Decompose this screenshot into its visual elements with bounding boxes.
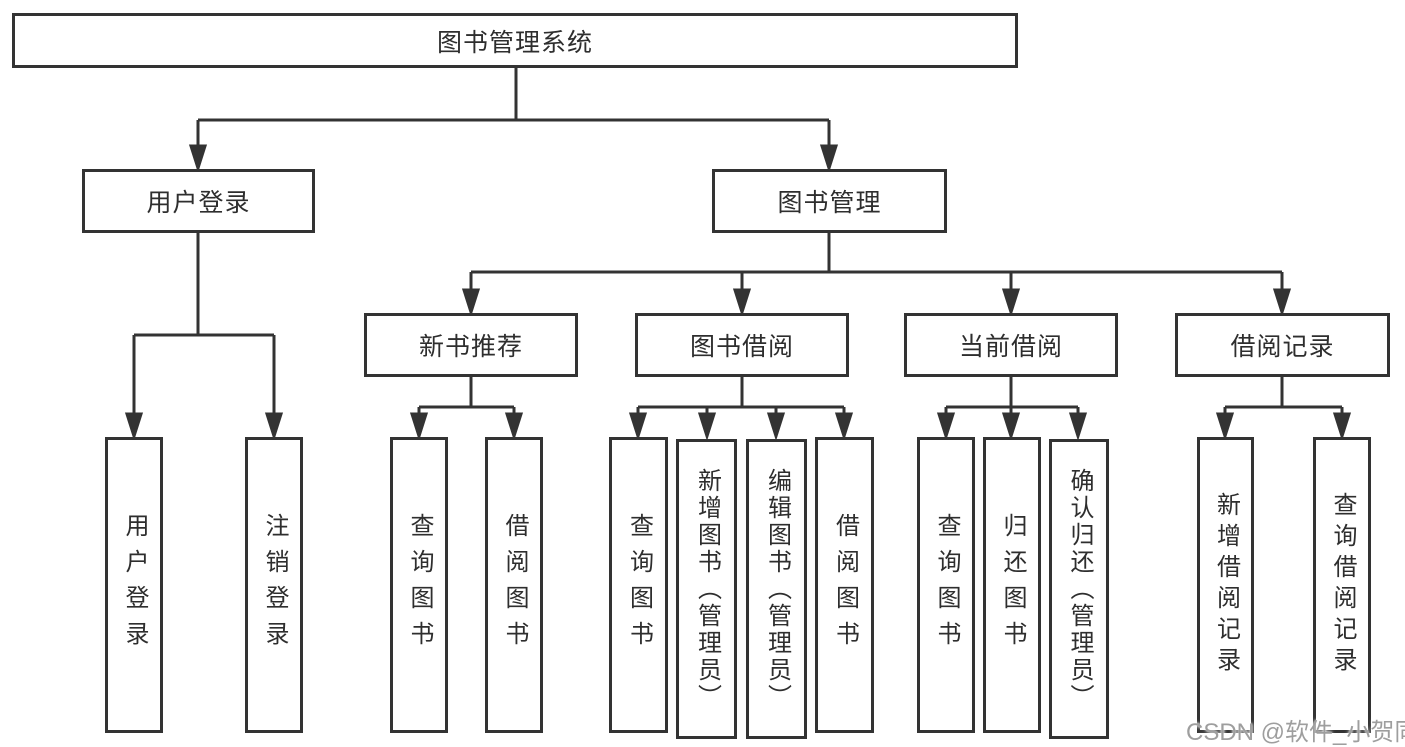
leaf-borrow-books: 借阅图书 (815, 437, 874, 733)
node-new-book-recommend: 新书推荐 (364, 313, 578, 377)
node-label: 借阅记录 (1230, 333, 1335, 361)
node-label: 用户登录 (121, 513, 148, 657)
leaf-query-books-recommend: 查询图书 (390, 437, 448, 733)
leaf-add-book-admin: 新增图书（管理员） (676, 439, 737, 739)
csdn-watermark: CSDN @软件_小贺同学 (1186, 719, 1405, 746)
node-book-management: 图书管理 (712, 169, 947, 233)
node-book-borrow: 图书借阅 (635, 313, 849, 377)
node-label: 查询借阅记录 (1329, 492, 1356, 678)
leaf-logout: 注销登录 (245, 437, 303, 733)
node-user-login: 用户登录 (82, 169, 315, 233)
node-label: 图书管理系统 (436, 28, 593, 57)
node-label: 确认归还（管理员） (1066, 467, 1093, 711)
node-borrow-records: 借阅记录 (1175, 313, 1390, 377)
node-label: 新书推荐 (418, 333, 523, 361)
leaf-query-books-current: 查询图书 (917, 437, 975, 733)
leaf-add-borrow-record: 新增借阅记录 (1197, 437, 1254, 733)
node-label: 归还图书 (999, 513, 1026, 657)
node-label: 图书借阅 (689, 333, 794, 361)
node-label: 当前借阅 (958, 333, 1063, 361)
connector-borrow-records-to-leaves (1215, 377, 1352, 441)
node-label: 编辑图书（管理员） (763, 467, 791, 711)
connector-book-management-to-level3 (461, 233, 1292, 317)
leaf-query-books-borrow: 查询图书 (609, 437, 668, 733)
node-label: 查询图书 (406, 513, 433, 657)
leaf-user-login: 用户登录 (105, 437, 163, 733)
node-label: 查询图书 (933, 513, 960, 657)
node-library-management-system: 图书管理系统 (12, 13, 1018, 68)
node-label: 用户登录 (146, 189, 251, 217)
node-label: 新增图书（管理员） (693, 467, 721, 711)
leaf-query-borrow-record: 查询借阅记录 (1313, 437, 1371, 733)
connector-new-book-recommend-to-leaves (409, 377, 524, 441)
node-label: 查询图书 (625, 513, 653, 657)
node-label: 图书管理 (777, 189, 882, 217)
connector-current-borrow-to-leaves (936, 377, 1088, 441)
node-label: 借阅图书 (501, 513, 528, 657)
node-current-borrow: 当前借阅 (904, 313, 1118, 377)
leaf-edit-book-admin: 编辑图书（管理员） (746, 439, 807, 739)
leaf-confirm-return-admin: 确认归还（管理员） (1049, 439, 1109, 739)
node-label: 注销登录 (261, 513, 288, 657)
connector-root-to-level2 (188, 68, 839, 173)
node-label: 新增借阅记录 (1212, 492, 1240, 678)
node-label: 借阅图书 (831, 513, 859, 657)
leaf-return-books: 归还图书 (983, 437, 1041, 733)
leaf-borrow-books-recommend: 借阅图书 (485, 437, 543, 733)
connector-user-login-to-leaves (124, 233, 284, 441)
connector-book-borrow-to-leaves (628, 377, 854, 441)
